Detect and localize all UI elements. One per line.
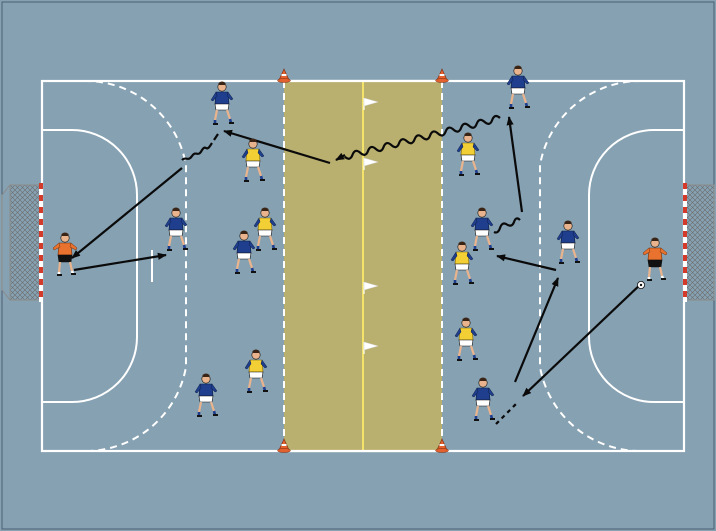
neutral-zone	[284, 81, 442, 451]
ball-icon	[637, 281, 644, 288]
right-goal	[684, 183, 714, 302]
